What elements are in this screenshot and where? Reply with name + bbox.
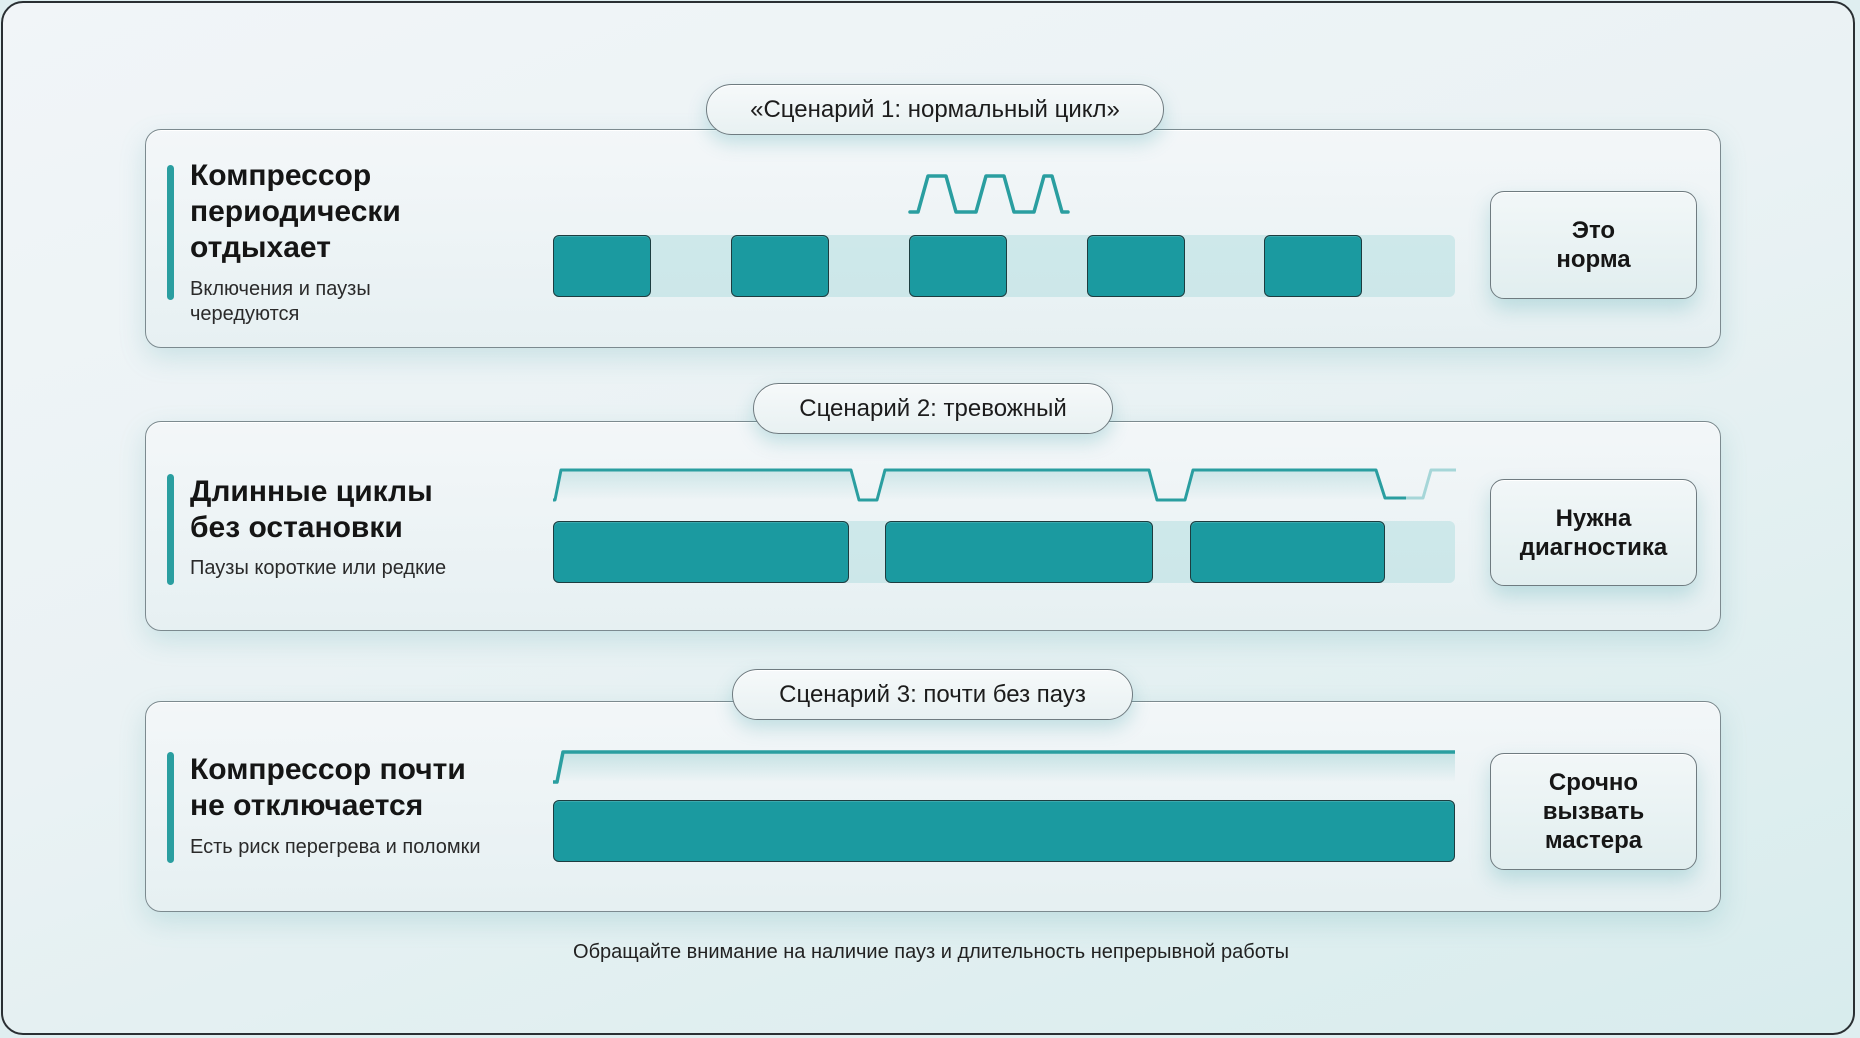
verdict-badge-diagnostics: Нужна диагностика [1490,479,1697,586]
on-period-block [1190,521,1385,583]
scenario-3-subtitle: Есть риск перегрева и поломки [190,835,481,860]
on-period-block [731,235,829,297]
on-period-block [553,235,651,297]
title-line: без остановки [190,511,403,544]
subtitle-line: чередуются [190,303,300,325]
timeline-track [553,521,1455,583]
badge-line: Это [1571,217,1616,244]
accent-bar [167,165,174,300]
on-period-block [1087,235,1185,297]
scenario-3-panel: Компрессор почти не отключается Есть рис… [145,701,1721,912]
scenario-3-pill: Сценарий 3: почти без пауз [732,669,1133,720]
badge-line: Срочно [1548,769,1639,796]
badge-line: мастера [1544,827,1643,854]
title-line: периодически [190,195,401,228]
badge-line: диагностика [1519,533,1668,561]
verdict-badge-normal: Это норма [1490,191,1697,299]
footer-note: Обращайте внимание на наличие пауз и дли… [573,941,1289,963]
title-line: Компрессор почти [190,753,466,786]
scenario-1-pill: «Сценарий 1: нормальный цикл» [706,84,1164,135]
scenario-1-panel: Компрессор периодически отдыхает Включен… [145,129,1721,348]
badge-line: Нужна [1555,504,1632,532]
scenario-2-pill: Сценарий 2: тревожный [753,383,1113,434]
on-period-block [553,521,849,583]
on-period-block [909,235,1007,297]
long-cycle-waveform-icon [553,468,1456,502]
accent-bar [167,752,174,863]
timeline-track [553,800,1455,862]
continuous-waveform-icon [553,750,1455,784]
scenario-2-title: Длинные циклы без остановки [190,474,433,546]
title-line: Длинные циклы [190,475,433,508]
badge-line: вызвать [1542,798,1645,825]
timeline-track [553,235,1455,297]
subtitle-line: Есть риск перегрева и поломки [190,836,481,858]
title-line: отдыхает [190,231,331,264]
on-period-block [1264,235,1362,297]
scenario-1-subtitle: Включения и паузы чередуются [190,277,371,327]
cycle-waveform-icon [908,174,1070,214]
accent-bar [167,474,174,585]
scenario-1-title: Компрессор периодически отдыхает [190,158,401,266]
on-period-block [553,800,1455,862]
title-line: не отключается [190,789,424,822]
title-line: Компрессор [190,159,372,192]
scenario-3-title: Компрессор почти не отключается [190,752,466,824]
scenario-2-subtitle: Паузы короткие или редкие [190,556,446,581]
badge-line: норма [1556,246,1631,273]
subtitle-line: Включения и паузы [190,278,371,300]
verdict-badge-urgent: Срочно вызвать мастера [1490,753,1697,870]
scenario-2-panel: Длинные циклы без остановки Паузы коротк… [145,421,1721,631]
on-period-block [885,521,1153,583]
subtitle-line: Паузы короткие или редкие [190,557,447,579]
